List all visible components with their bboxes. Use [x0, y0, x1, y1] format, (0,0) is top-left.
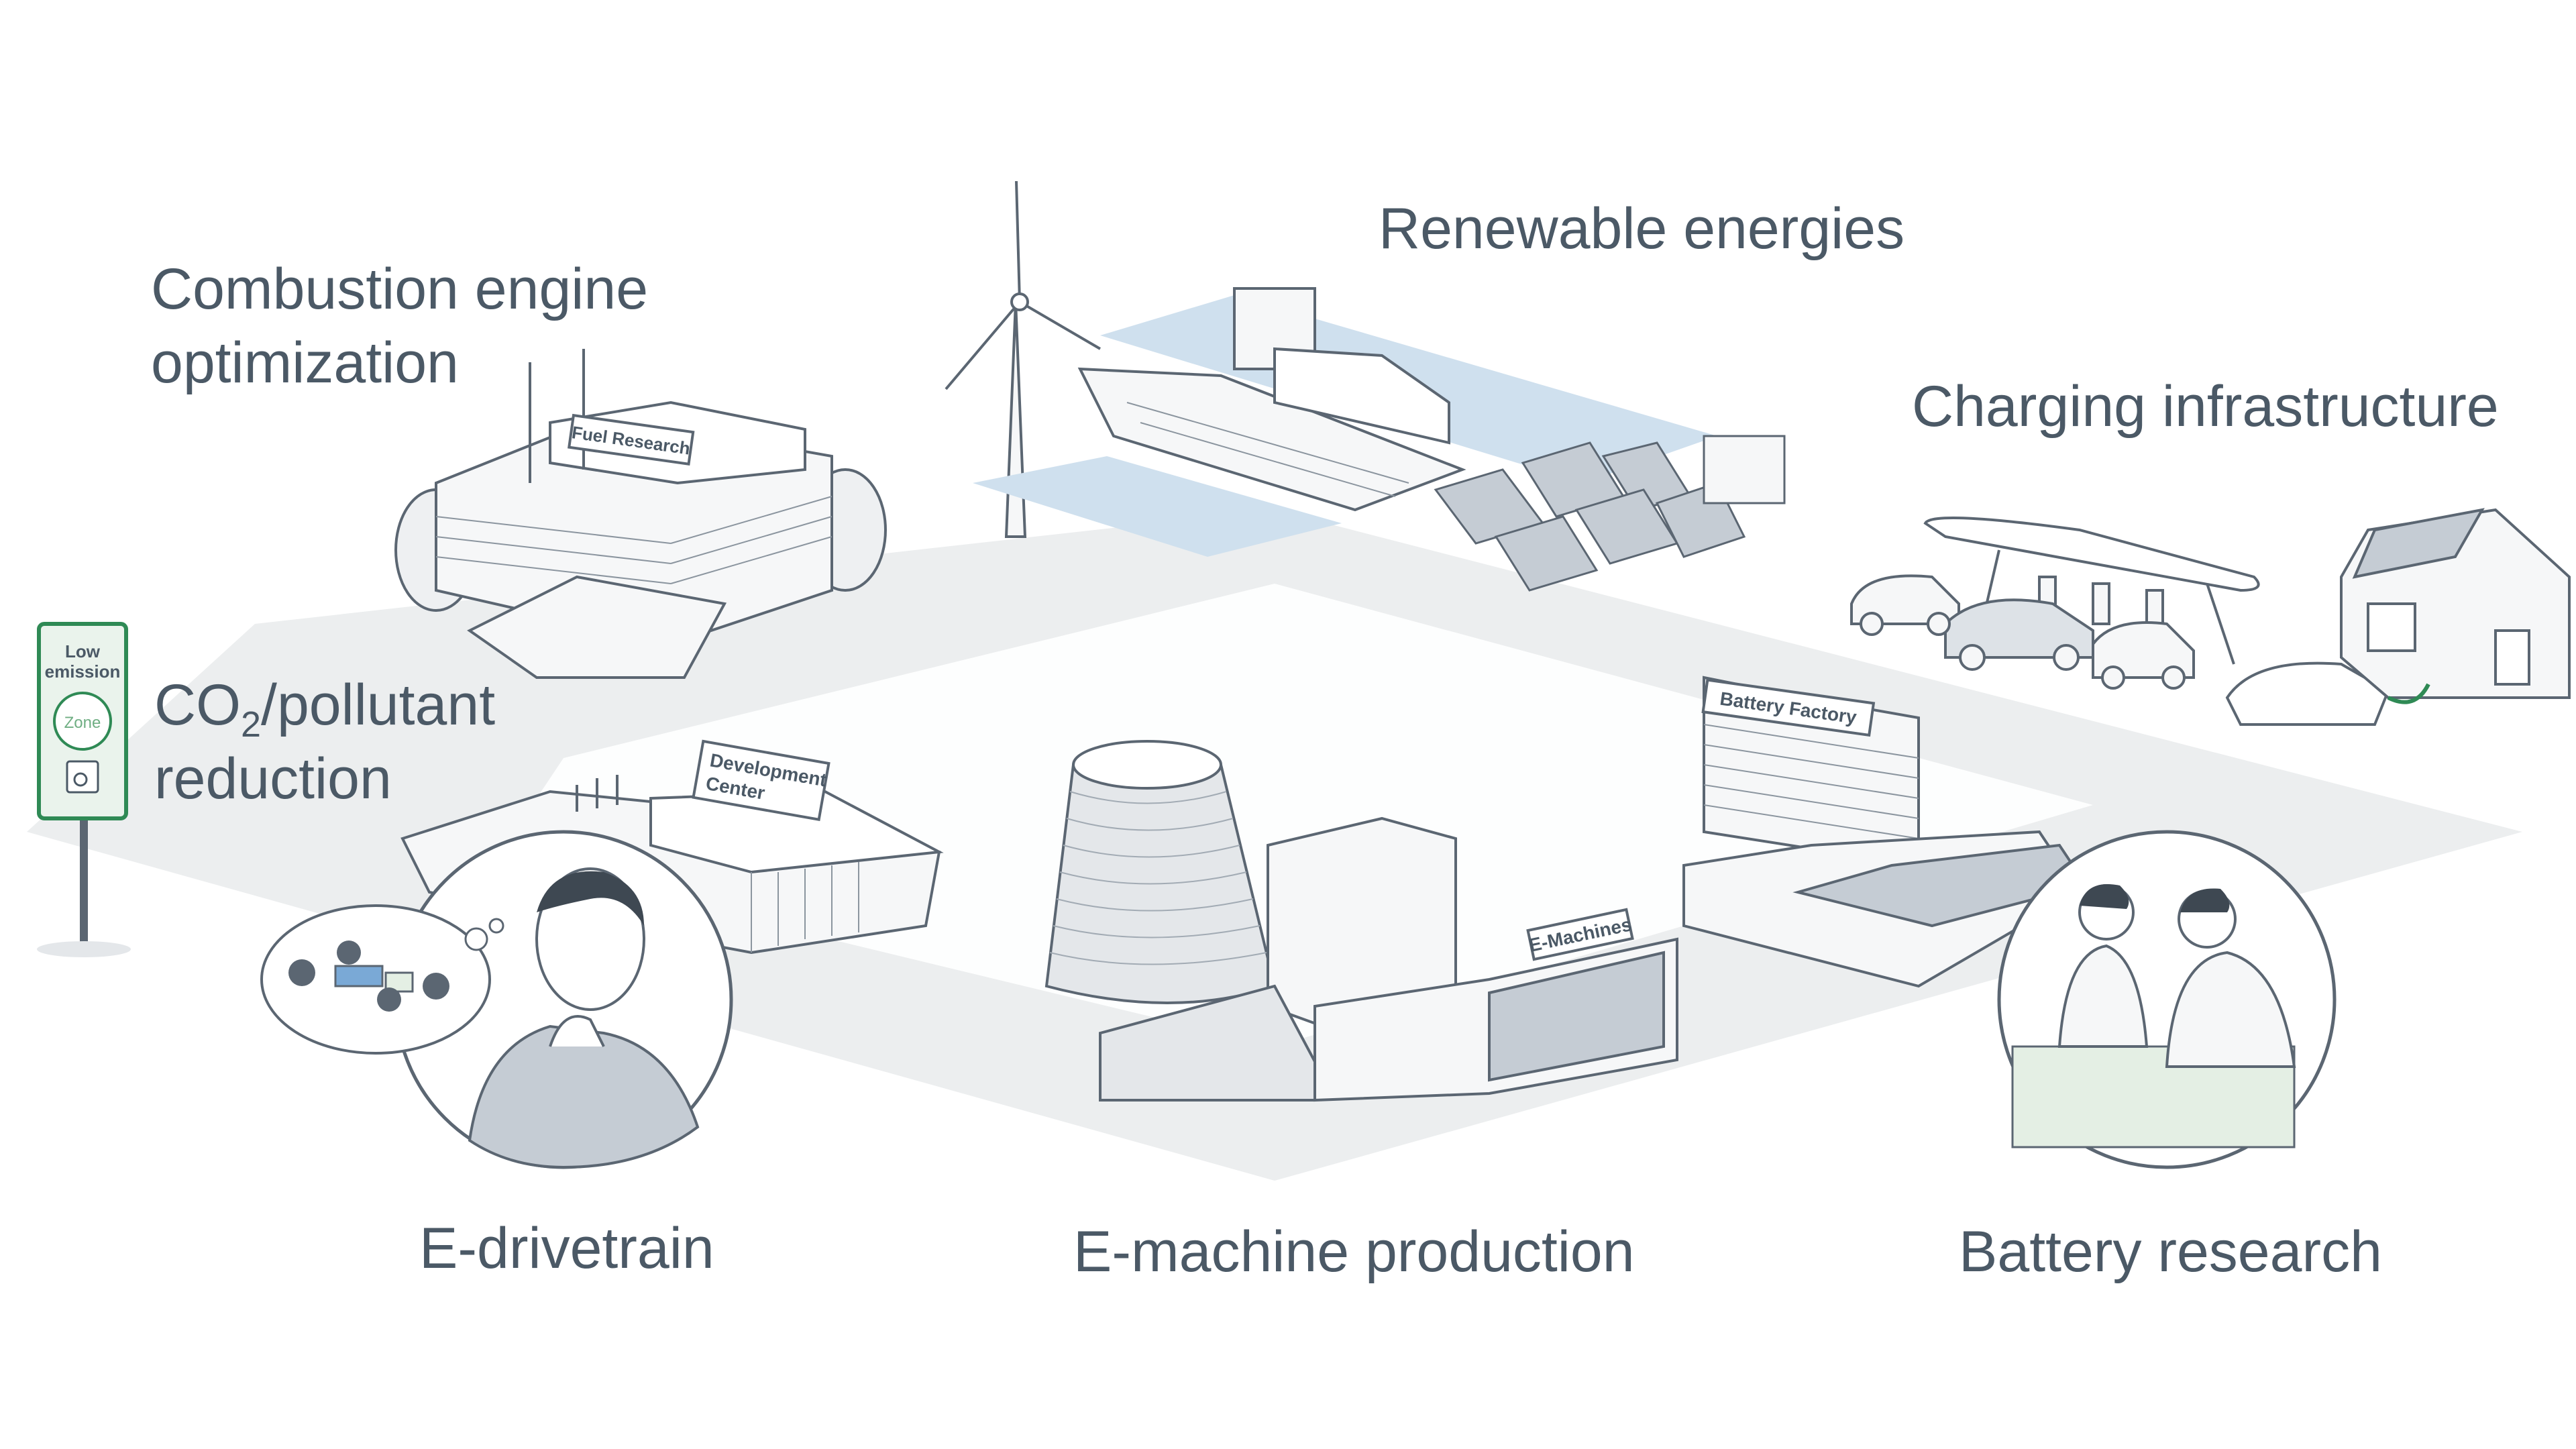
low-emission-zone-text: Zone: [64, 714, 101, 732]
co2-label-line2: reduction: [154, 747, 392, 811]
battery-factory-building: Battery Factory: [1682, 676, 2089, 988]
solar-panels: [1434, 435, 1786, 592]
co2-label-line1: CO2/pollutant: [154, 673, 495, 745]
low-emission-zone-sign: Low emission Zone: [37, 622, 131, 957]
charging-station: [1850, 517, 2390, 726]
scene-labels: Combustion engine optimization Renewable…: [151, 197, 2499, 1284]
combustion-label-line2: optimization: [151, 331, 459, 395]
combustion-label-line1: Combustion engine: [151, 257, 648, 321]
hydro-plant: [973, 287, 1717, 557]
low-emission-line1: Low: [65, 641, 101, 661]
house-icon: [2340, 508, 2571, 704]
battery-research-label: Battery research: [1959, 1220, 2382, 1284]
battery-researchers-portrait: [1997, 830, 2337, 1169]
fuel-research-building: Fuel Research: [394, 349, 887, 679]
e-machine-production-label: E-machine production: [1073, 1220, 1635, 1284]
low-emission-line2: emission: [45, 661, 121, 682]
e-drivetrain-label: E-drivetrain: [419, 1216, 714, 1281]
charging-label: Charging infrastructure: [1912, 374, 2499, 439]
engineer-portrait: [260, 830, 733, 1169]
e-machine-factory: E-Machines: [1044, 740, 1678, 1102]
renewable-label: Renewable energies: [1379, 197, 1904, 261]
